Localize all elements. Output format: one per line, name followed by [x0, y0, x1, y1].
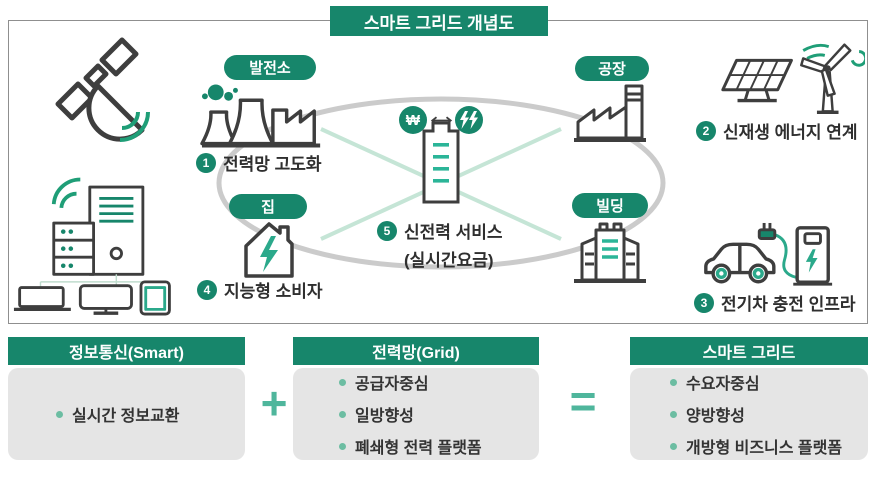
- list-item: 개방형 비즈니스 플랫폼: [670, 434, 868, 458]
- callout-renewable-link: 2 신재생 에너지 연계: [696, 118, 858, 143]
- won-symbol: ₩: [405, 111, 421, 129]
- renewable-energy-icon: [713, 38, 865, 118]
- callout-label: 지능형 소비자: [224, 282, 323, 301]
- number-badge: 1: [196, 152, 216, 173]
- bullet-dot-icon: [339, 442, 346, 450]
- list-item: 폐쇄형 전력 플랫폼: [339, 434, 539, 458]
- factory-icon: [570, 80, 652, 148]
- callout-ev-infra: 3 전기차 충전 인프라: [694, 290, 856, 315]
- panel-body-smart: 실시간 정보교환: [8, 368, 245, 460]
- badge-power-plant: 발전소: [224, 55, 316, 80]
- server-network-icon: [12, 170, 178, 316]
- building-icon: [568, 220, 652, 286]
- equals-operator: =: [569, 375, 597, 427]
- callout-sublabel: (실시간요금): [404, 251, 494, 270]
- callout-label: 신전력 서비스: [404, 223, 503, 242]
- callout-label: 전기차 충전 인프라: [721, 295, 856, 314]
- number-badge: 4: [197, 279, 217, 300]
- badge-home: 집: [229, 194, 307, 219]
- number-badge: 2: [696, 120, 716, 141]
- plus-operator: +: [260, 377, 288, 429]
- power-plant-icon: [200, 80, 330, 150]
- callout-smart-consumer: 4 지능형 소비자: [197, 277, 323, 302]
- diagram-title: 스마트 그리드 개념도: [330, 6, 548, 36]
- ev-charging-icon: [698, 222, 838, 290]
- bullet-dot-icon: [670, 378, 677, 386]
- number-badge: 3: [694, 292, 714, 313]
- panel-header-smart: 정보통신(Smart): [8, 337, 245, 365]
- list-item: 양방향성: [670, 402, 868, 426]
- panel-header-grid: 전력망(Grid): [293, 337, 539, 365]
- solar-panel-icon: [721, 58, 793, 103]
- list-item: 수요자중심: [670, 370, 868, 394]
- satellite-icon: [42, 32, 154, 144]
- callout-label: 신재생 에너지 연계: [723, 123, 858, 142]
- panel-header-smartgrid: 스마트 그리드: [630, 337, 868, 365]
- list-item: 일방향성: [339, 402, 539, 426]
- plug-icon: [757, 228, 777, 240]
- callout-grid-upgrade: 1 전력망 고도화: [196, 150, 322, 175]
- callout-label: 전력망 고도화: [223, 155, 322, 174]
- bullet-dot-icon: [339, 378, 346, 386]
- wind-turbine-icon: [800, 43, 865, 115]
- number-badge: 5: [377, 220, 397, 241]
- bolt-circle-icon: [455, 106, 483, 134]
- bullet-dot-icon: [56, 410, 63, 418]
- lightning-bolt-icon: [805, 249, 818, 273]
- smart-home-icon: [238, 216, 300, 280]
- exchange-arrow-icon: [430, 116, 453, 125]
- badge-factory: 공장: [575, 56, 649, 81]
- list-item: 실시간 정보교환: [56, 402, 245, 426]
- bullet-dot-icon: [670, 410, 677, 418]
- callout-new-power-service: 5 신전력 서비스 (실시간요금): [377, 218, 503, 271]
- bullet-dot-icon: [339, 410, 346, 418]
- panel-body-grid: 공급자중심 일방향성 폐쇄형 전력 플랫폼: [293, 368, 539, 460]
- won-circle-icon: ₩: [399, 106, 427, 134]
- bullet-dot-icon: [670, 442, 677, 450]
- badge-building: 빌딩: [572, 193, 648, 218]
- list-item: 공급자중심: [339, 370, 539, 394]
- panel-body-smartgrid: 수요자중심 양방향성 개방형 비즈니스 플랫폼: [630, 368, 868, 460]
